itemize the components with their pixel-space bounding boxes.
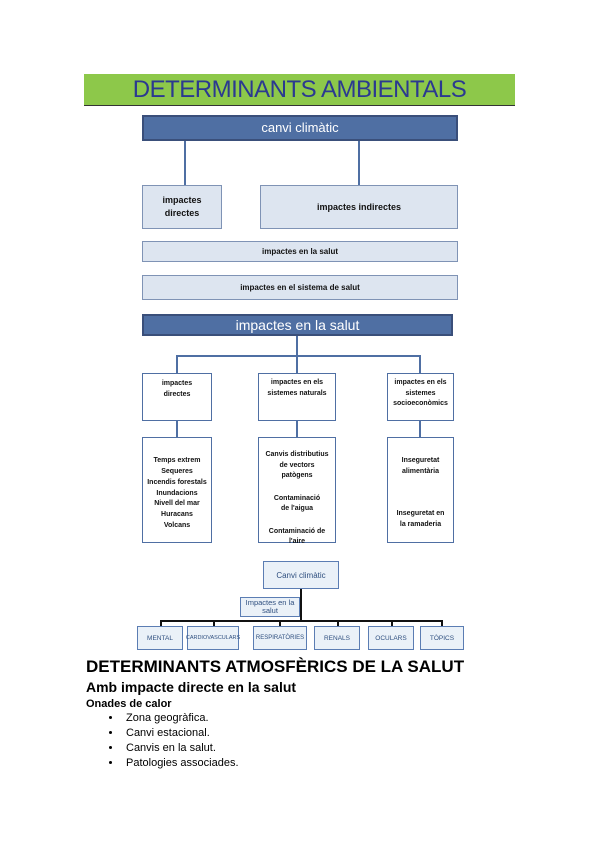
list-item: Sequeres <box>161 467 193 475</box>
diagram1-system-box: impactes en el sistema de salut <box>142 275 458 300</box>
text-section: DETERMINANTS ATMOSFÈRICS DE LA SALUT Amb… <box>86 657 526 771</box>
connector-line <box>176 355 178 373</box>
connector-line <box>296 421 298 437</box>
connector-line <box>213 620 215 627</box>
connector-line <box>419 421 421 437</box>
connector-line <box>279 620 281 627</box>
connector-line <box>358 141 360 185</box>
page-title-banner: DETERMINANTS AMBIENTALS <box>84 74 515 106</box>
connector-line <box>176 355 420 357</box>
diagram3-leaf-resp: RESPIRATÒRIES <box>253 626 307 650</box>
diagram2-top-box: impactes en la salut <box>142 314 453 336</box>
connector-line <box>337 620 339 627</box>
connector-line <box>296 355 298 373</box>
diagram3-leaf-topic: TÒPICS <box>420 626 464 650</box>
connector-line <box>160 620 442 622</box>
list-item: Contaminació de l'aigua <box>273 494 321 513</box>
connector-line <box>184 141 186 185</box>
diagram3-leaf-cardio: CARDIOVASCULARS <box>186 626 240 650</box>
list-item: Inseguretat alimentària <box>401 457 440 475</box>
list-item: Incendis forestals <box>147 478 207 486</box>
list-item: Inseguretat en la ramaderia <box>396 510 445 528</box>
list-item: Temps extrem <box>153 457 201 464</box>
list-item: Canvi estacional. <box>122 726 526 741</box>
diagram2-col2-list: Canvis distributius de vectors patògens … <box>258 437 336 545</box>
diagram3-top-box: Canvi climàtic <box>263 561 339 589</box>
connector-line <box>300 589 302 621</box>
list-item: Patologies associades. <box>122 756 526 771</box>
diagram3-leaf-mental: MENTAL <box>137 626 183 650</box>
connector-line <box>176 421 178 437</box>
list-item: Huracans <box>161 511 193 519</box>
bullet-list: Zona geogràfica. Canvi estacional. Canvi… <box>86 711 526 771</box>
connector-line <box>296 336 298 356</box>
diagram3-leaf-renal: RENALS <box>314 626 360 650</box>
diagram2-col1-head: impactes directes <box>142 373 212 421</box>
list-item: Inundacions <box>156 489 198 497</box>
diagram2-col2-head: impactes en els sistemes naturals <box>258 373 336 421</box>
list-item: Contaminació de l'aire <box>268 527 326 546</box>
diagram2-col3-head: impactes en els sistemes socioeconòmics <box>387 373 454 421</box>
diagram1-top-box: canvi climàtic <box>142 115 458 141</box>
diagram3-leaf-ocular: OCULARS <box>368 626 414 650</box>
list-item: Nivell del mar <box>154 500 200 508</box>
diagram3-mid-box: Impactes en la salut <box>240 597 300 617</box>
connector-line <box>160 620 162 627</box>
section-title: DETERMINANTS ATMOSFÈRICS DE LA SALUT <box>86 657 465 676</box>
list-item: Volcans <box>163 522 191 530</box>
section-subtitle: Amb impacte directe en la salut <box>86 679 297 695</box>
connector-line <box>419 355 421 373</box>
list-item: Zona geogràfica. <box>122 711 526 726</box>
diagram1-indirect-box: impactes indirectes <box>260 185 458 229</box>
section-subheading: Onades de calor <box>86 698 172 710</box>
diagram2-col3-list: Inseguretat alimentària Inseguretat en l… <box>387 437 454 543</box>
diagram1-direct-box: impactes directes <box>142 185 222 229</box>
diagram2-col1-list: Temps extrem Sequeres Incendis forestals… <box>142 437 212 543</box>
diagram1-health-box: impactes en la salut <box>142 241 458 262</box>
connector-line <box>441 620 443 627</box>
connector-line <box>391 620 393 627</box>
list-item: Canvis en la salut. <box>122 741 526 756</box>
list-item: Canvis distributius de vectors patògens <box>265 451 329 479</box>
